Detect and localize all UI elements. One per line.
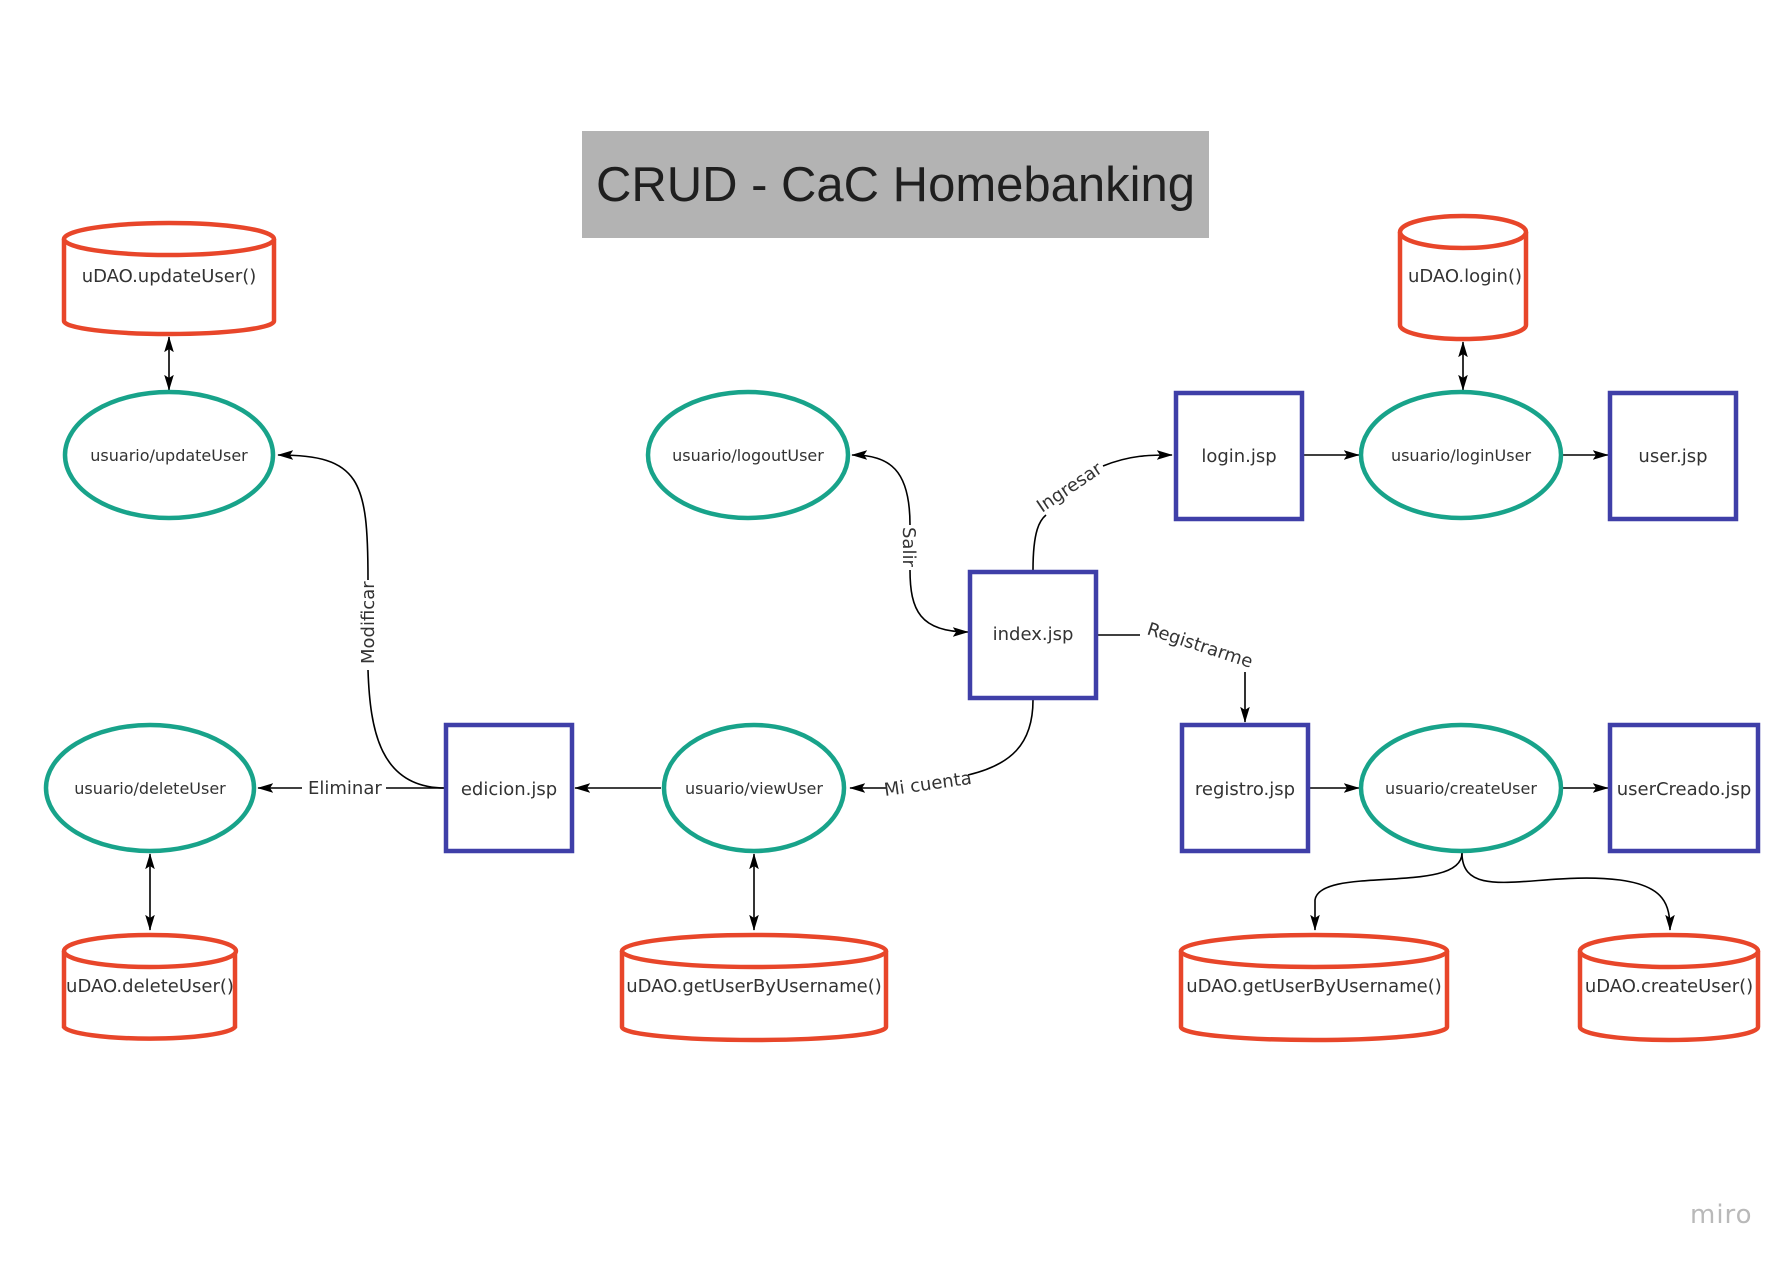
dao-update-label: uDAO.updateUser() [82, 266, 257, 287]
edge-index-logout [852, 455, 968, 632]
registro-jsp-label: registro.jsp [1195, 779, 1295, 800]
login-jsp-box [1173, 390, 1305, 522]
edge-label-salir: Salir [898, 527, 919, 567]
update-user-label: usuario/updateUser [90, 446, 248, 465]
delete-user-label: usuario/deleteUser [74, 779, 226, 798]
dao-login-label: uDAO.login() [1408, 266, 1522, 287]
edge-label-registrarme: Registrarme [1144, 619, 1255, 673]
user-jsp-box [1607, 390, 1739, 522]
logout-user-ellipse [645, 389, 851, 521]
dao-create-label: uDAO.createUser() [1585, 976, 1753, 997]
login-jsp-label: login.jsp [1201, 446, 1276, 467]
edge-label-eliminar: Eliminar [308, 778, 382, 799]
title-box: CRUD - CaC Homebanking [582, 131, 1209, 238]
usercreado-jsp-box [1607, 722, 1761, 854]
dao-create-cylinder [1577, 932, 1761, 1043]
view-user-label: usuario/viewUser [685, 779, 823, 798]
update-user-ellipse [62, 389, 276, 521]
edge-label-modificar: Modificar [358, 581, 379, 664]
miro-watermark: miro [1690, 1200, 1753, 1230]
create-user-ellipse [1358, 722, 1564, 854]
diagram-title: CRUD - CaC Homebanking [595, 157, 1196, 212]
edge-edicion-update [278, 455, 446, 789]
index-jsp-label: index.jsp [993, 624, 1074, 645]
dao-getuser-view-label: uDAO.getUserByUsername() [626, 976, 882, 997]
login-user-label: usuario/loginUser [1391, 446, 1531, 465]
delete-user-ellipse [43, 722, 257, 854]
registro-jsp-box [1179, 722, 1311, 854]
dao-update-cylinder [61, 220, 277, 337]
edge-index-loginjsp [1032, 455, 1172, 571]
user-jsp-label: user.jsp [1638, 446, 1707, 467]
edicion-jsp-box [443, 722, 575, 854]
dao-delete-label: uDAO.deleteUser() [66, 976, 234, 997]
edge-label-mi-cuenta: Mi cuenta [883, 768, 973, 801]
dao-login-cylinder [1397, 213, 1529, 342]
edge-createuser-dao-get [1310, 852, 1463, 931]
edge-createuser-dao-create [1461, 852, 1675, 931]
usercreado-jsp-label: userCreado.jsp [1617, 779, 1752, 800]
edge-index-registro [1098, 634, 1245, 722]
logout-user-label: usuario/logoutUser [672, 446, 824, 465]
edge-index-viewuser [850, 699, 1034, 788]
dao-getuser-view-cylinder [619, 932, 889, 1043]
login-user-ellipse [1358, 389, 1564, 521]
edge-label-ingresar: Ingresar [1033, 458, 1107, 517]
create-user-label: usuario/createUser [1385, 779, 1537, 798]
view-user-ellipse [661, 722, 847, 854]
index-jsp-box [967, 569, 1099, 701]
dao-getuser-create-label: uDAO.getUserByUsername() [1186, 976, 1442, 997]
edicion-jsp-label: edicion.jsp [461, 779, 557, 800]
dao-delete-cylinder [61, 932, 239, 1041]
dao-getuser-create-cylinder [1178, 932, 1450, 1043]
